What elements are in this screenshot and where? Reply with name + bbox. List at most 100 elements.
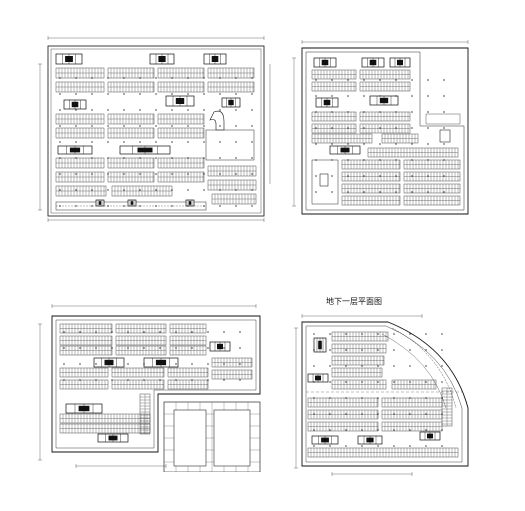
structural-column — [363, 127, 365, 129]
parking-block — [403, 171, 461, 182]
building-core — [369, 95, 399, 106]
building-core — [93, 357, 125, 368]
structural-column — [159, 347, 161, 349]
structural-column — [219, 125, 221, 127]
structural-column — [223, 347, 225, 349]
parking-block — [307, 447, 459, 458]
courtyard-block — [213, 409, 251, 467]
plan-bottom-right — [292, 308, 482, 480]
structural-column — [159, 331, 161, 333]
structural-column — [171, 77, 173, 79]
structural-column — [331, 191, 333, 193]
structural-column — [315, 127, 317, 129]
parking-block — [211, 193, 257, 205]
building-core — [55, 53, 83, 65]
parking-block — [107, 171, 155, 183]
structural-column — [379, 95, 381, 97]
structural-column — [219, 109, 221, 111]
building-core — [119, 145, 171, 155]
building-core — [307, 373, 329, 383]
structural-column — [427, 159, 429, 161]
structural-column — [207, 347, 209, 349]
parking-block — [341, 195, 401, 206]
parking-block — [59, 367, 109, 378]
structural-column — [143, 363, 145, 365]
parking-block — [331, 379, 387, 390]
structural-column — [313, 397, 315, 399]
structural-column — [91, 109, 93, 111]
structural-column — [363, 159, 365, 161]
structural-column — [395, 143, 397, 145]
structural-column — [251, 93, 253, 95]
structural-column — [363, 143, 365, 145]
structural-column — [395, 175, 397, 177]
structural-column — [411, 143, 413, 145]
parking-block — [311, 69, 357, 80]
parking-block — [111, 185, 173, 197]
structural-column — [251, 189, 253, 191]
structural-column — [139, 173, 141, 175]
structural-column — [345, 381, 347, 383]
parking-block — [169, 345, 207, 356]
structural-column — [329, 429, 331, 431]
parking-block — [59, 379, 109, 390]
structural-column — [175, 331, 177, 333]
parking-block — [207, 165, 257, 177]
structural-column — [315, 95, 317, 97]
structural-column — [75, 125, 77, 127]
structural-column — [315, 111, 317, 113]
structural-column — [75, 173, 77, 175]
structural-column — [331, 79, 333, 81]
structural-column — [239, 363, 241, 365]
structural-column — [155, 189, 157, 191]
structural-column — [123, 141, 125, 143]
structural-column — [107, 93, 109, 95]
structural-column — [313, 413, 315, 415]
structural-column — [425, 445, 427, 447]
structural-column — [123, 173, 125, 175]
structural-column — [425, 397, 427, 399]
structural-column — [361, 381, 363, 383]
structural-column — [313, 333, 315, 335]
floor-plan-title: 地下一层平面图 — [326, 297, 382, 306]
structural-column — [239, 379, 241, 381]
structural-column — [409, 429, 411, 431]
building-core — [149, 53, 175, 65]
structural-column — [187, 157, 189, 159]
structural-column — [111, 347, 113, 349]
curved-drive-aisle — [381, 333, 447, 409]
structural-column — [223, 331, 225, 333]
structural-column — [409, 349, 411, 351]
parking-block — [115, 323, 167, 334]
structural-column — [111, 331, 113, 333]
structural-column — [223, 363, 225, 365]
building-core — [313, 337, 327, 353]
structural-column — [91, 141, 93, 143]
structural-column — [235, 125, 237, 127]
structural-column — [329, 381, 331, 383]
structural-column — [75, 93, 77, 95]
structural-column — [393, 365, 395, 367]
structural-column — [171, 173, 173, 175]
structural-column — [361, 349, 363, 351]
building-core — [143, 357, 179, 368]
outer-wall — [301, 47, 469, 215]
structural-column — [377, 381, 379, 383]
parking-block — [381, 397, 443, 408]
structural-column — [379, 143, 381, 145]
structural-column — [139, 109, 141, 111]
structural-column — [313, 365, 315, 367]
structural-column — [377, 365, 379, 367]
structural-column — [331, 143, 333, 145]
building-core — [165, 95, 195, 107]
parking-block — [307, 397, 379, 408]
open-area — [205, 129, 255, 161]
structural-column — [155, 205, 157, 207]
structural-column — [409, 333, 411, 335]
equipment-room — [439, 129, 451, 143]
structural-column — [411, 191, 413, 193]
parking-block — [59, 323, 113, 334]
parking-block — [111, 367, 165, 378]
building-core — [185, 199, 195, 207]
structural-column — [345, 349, 347, 351]
